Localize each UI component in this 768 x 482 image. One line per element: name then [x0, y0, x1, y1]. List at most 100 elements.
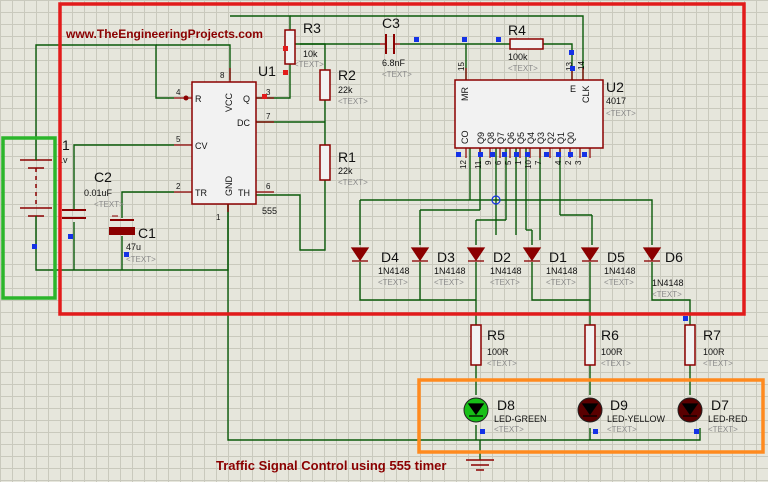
d2-text-placeholder: <TEXT>: [490, 278, 520, 287]
u1-pin-tr: TR: [195, 188, 207, 198]
led-d9-yellow: [577, 397, 603, 423]
r6-ref: R6: [601, 327, 619, 343]
diode-d1: [522, 247, 542, 262]
d9-ref: D9: [610, 397, 628, 413]
r4-text-placeholder: <TEXT>: [508, 64, 538, 73]
u2-pin-number-14: 14: [577, 61, 586, 70]
u1-pin-number-3: 3: [266, 88, 271, 97]
c3-text-placeholder: <TEXT>: [382, 70, 412, 79]
r6-text-placeholder: <TEXT>: [601, 359, 631, 368]
u1-pin-number-4: 4: [176, 88, 181, 97]
u2-ref: U2: [606, 79, 624, 95]
u2-pin-number-10: 10: [524, 160, 533, 169]
u2-pin-number-12: 12: [459, 160, 468, 169]
u1-pin-q: Q: [243, 94, 250, 104]
u2-pin-co: CO: [460, 131, 470, 145]
u2-pin-number-5: 5: [504, 160, 513, 165]
c3-value: 6.8nF: [382, 58, 406, 68]
diode-d5: [580, 247, 600, 262]
u2-pin-number-7: 7: [534, 160, 543, 165]
timer-section-box: [58, 2, 746, 316]
wire-junction: [491, 195, 501, 205]
u2-pin-number-13: 13: [565, 62, 574, 71]
r3-value: 10k: [303, 49, 318, 59]
d1-text-placeholder: <TEXT>: [546, 278, 576, 287]
d1-value: 1N4148: [546, 266, 578, 276]
led-d8-green: [463, 397, 489, 423]
r1-ref: R1: [338, 149, 356, 165]
u2-pin-q5: Q5: [516, 132, 526, 144]
diagram-title: Traffic Signal Control using 555 timer: [216, 458, 446, 473]
diode-d4: [350, 247, 370, 262]
led-section-box: [417, 378, 765, 454]
u1-pin-number-1: 1: [216, 213, 221, 222]
d4-text-placeholder: <TEXT>: [378, 278, 408, 287]
r1-value: 22k: [338, 166, 353, 176]
capacitor-c3: [380, 34, 400, 54]
capacitor-c2: [62, 209, 86, 219]
battery: [20, 132, 52, 245]
u2-pin-q0: Q0: [566, 132, 576, 144]
d6-ref: D6: [665, 249, 683, 265]
u1-part: 555: [262, 206, 277, 216]
d5-ref: D5: [607, 249, 625, 265]
d7-ref: D7: [711, 397, 729, 413]
counter-4017-u2: [454, 68, 604, 158]
u1-pin-vcc: VCC: [224, 92, 234, 112]
pin-markers: [32, 37, 699, 434]
u2-pin-q2: Q2: [546, 132, 556, 144]
r6-value: 100R: [601, 347, 623, 357]
u2-pin-e: E: [570, 84, 576, 94]
r4-value: 100k: [508, 52, 528, 62]
ground-symbol: [466, 459, 494, 471]
u2-pin-number-6: 6: [494, 160, 503, 165]
u2-pin-number-15: 15: [457, 62, 466, 71]
u2-part: 4017: [606, 96, 626, 106]
r5-text-placeholder: <TEXT>: [487, 359, 517, 368]
diode-d3: [410, 247, 430, 262]
d2-value: 1N4148: [490, 266, 522, 276]
d8-ref: D8: [497, 397, 515, 413]
u2-pin-number-1: 1: [514, 160, 523, 165]
c1-text-placeholder: <TEXT>: [126, 255, 156, 264]
d4-value: 1N4148: [378, 266, 410, 276]
d3-ref: D3: [437, 249, 455, 265]
u2-pin-clk: CLK: [581, 85, 591, 103]
u1-pin-number-2: 2: [176, 182, 181, 191]
d6-value: 1N4148: [652, 278, 684, 288]
u1-ref: U1: [258, 63, 276, 79]
u2-pin-q3: Q3: [536, 132, 546, 144]
u2-pin-q1: Q1: [556, 132, 566, 144]
u2-pin-q8: Q8: [486, 132, 496, 144]
watermark-text: www.TheEngineeringProjects.com: [65, 27, 263, 41]
u2-pin-q4: Q4: [526, 132, 536, 144]
d6-text-placeholder: <TEXT>: [652, 290, 682, 299]
capacitor-c1: [109, 215, 135, 235]
r5-ref: R5: [487, 327, 505, 343]
u1-pin-dc: DC: [237, 118, 250, 128]
diode-d6: [642, 247, 662, 262]
u1-pin-number-6: 6: [266, 182, 271, 191]
r7-value: 100R: [703, 347, 725, 357]
u1-pin-cv: CV: [195, 141, 208, 151]
d8-text-placeholder: <TEXT>: [494, 425, 524, 434]
r4-ref: R4: [508, 22, 526, 38]
d4-ref: D4: [381, 249, 399, 265]
u2-pin-q9: Q9: [476, 132, 486, 144]
d3-value: 1N4148: [434, 266, 466, 276]
u2-pin-number-2: 2: [564, 160, 573, 165]
u2-pin-number-3: 3: [574, 160, 583, 165]
u1-pin-number-8: 8: [220, 71, 225, 80]
d8-value: LED-GREEN: [494, 414, 547, 424]
c1-value: 47u: [126, 242, 141, 252]
c2-ref: C2: [94, 169, 112, 185]
c2-value: 0.01uF: [84, 188, 113, 198]
d5-text-placeholder: <TEXT>: [604, 278, 634, 287]
u1-pin-r: R: [195, 94, 202, 104]
d7-value: LED-RED: [708, 414, 748, 424]
r2-ref: R2: [338, 67, 356, 83]
c3-ref: C3: [382, 15, 400, 31]
d5-value: 1N4148: [604, 266, 636, 276]
battery-number: 1: [62, 137, 70, 153]
